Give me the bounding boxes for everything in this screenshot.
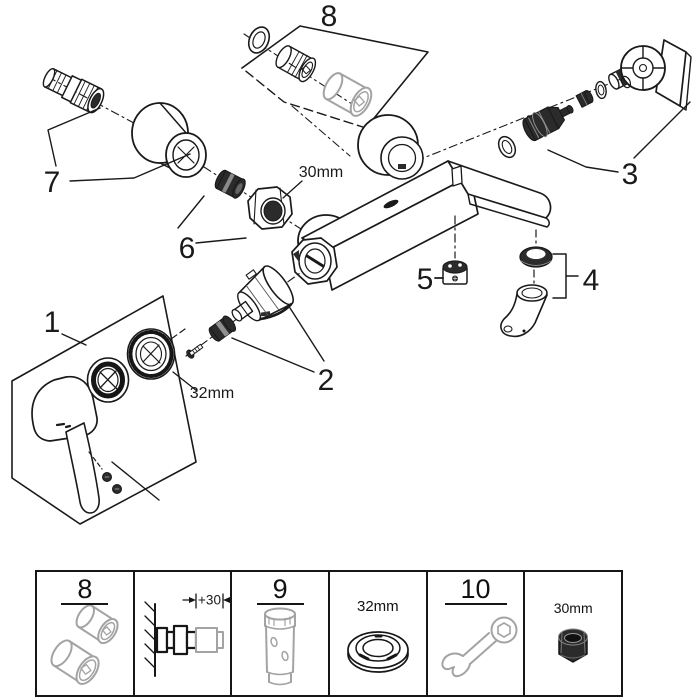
legend-cell-mounting-ring: 32mm [328, 572, 426, 695]
part-5-label: 5 [417, 263, 434, 296]
part-3-label: 3 [622, 158, 639, 191]
cartridge [231, 265, 294, 322]
knurled-adapter [208, 315, 237, 342]
mounting-ring-icon [347, 631, 409, 673]
small-nut [575, 90, 594, 108]
part-1-label: 1 [44, 306, 61, 339]
legend-cell-hex-nut: 30mm [523, 572, 621, 695]
spout-notch [451, 165, 463, 187]
check-valve [214, 169, 246, 199]
diverter-cartridge [522, 104, 574, 142]
escutcheon [131, 102, 207, 178]
threaded-ring-32mm [126, 328, 176, 380]
flat-screw [497, 135, 517, 159]
part-3-diverter-group: 3 [497, 39, 692, 191]
union-nut-30mm [247, 186, 293, 230]
legend-number: 10 [444, 574, 507, 606]
group-enclosure [11, 295, 197, 525]
washer-icon [247, 26, 271, 54]
part-6-connection-group: 6 30mm [177, 164, 343, 265]
extension-sleeves-icon [50, 604, 119, 685]
mousseur [442, 260, 468, 285]
legend-cell-socket-tool: 9 [230, 572, 328, 695]
wall-mounting-diagram-icon: +30 [144, 593, 230, 677]
faucet-body [291, 72, 637, 291]
dimension-32mm-label: 32mm [190, 385, 234, 402]
exploded-parts-diagram: 8 [11, 0, 692, 525]
part-4-label: 4 [583, 264, 600, 297]
part-7-s-union-group: 7 [42, 67, 207, 199]
wrench-icon [441, 616, 518, 678]
legend-number: 8 [61, 574, 109, 606]
legend-cell-wall-mounting: +30 [132, 572, 231, 695]
part-4-outlet-group: 4 [500, 229, 600, 338]
legend-number: 9 [256, 574, 304, 606]
part-8-kit-box: 8 [241, 0, 429, 157]
hex-nut-icon [558, 628, 589, 663]
part-1-handle-group: 1 [11, 295, 234, 525]
part-2-cartridge-group: 2 [185, 265, 335, 397]
aerator-ring [519, 246, 553, 268]
cap-ring [86, 357, 130, 403]
socket-tool-icon [264, 607, 297, 686]
dimension-30mm-label: 30mm [299, 164, 343, 181]
legend-dimension: 32mm [357, 598, 399, 615]
handle-screws [102, 472, 122, 494]
extension-adapter [275, 45, 317, 83]
legend-dimension: 30mm [553, 600, 593, 616]
spout-outlet-piece [500, 284, 548, 338]
part-5-mousseur-group: 5 [417, 215, 468, 296]
legend-cell-extension-set: 8 [37, 572, 133, 695]
legend-cell-wrench: 10 [425, 572, 524, 695]
lever-handle [31, 375, 100, 514]
part-8-label: 8 [321, 0, 338, 33]
washer-icon [595, 80, 607, 100]
part-6-label: 6 [179, 232, 196, 265]
tools-legend-panel: 8 [35, 570, 623, 697]
diverter-knob [620, 39, 692, 111]
part-2-label: 2 [318, 364, 335, 397]
handle-screw [186, 343, 204, 359]
body-inlet-face [291, 237, 338, 285]
part-7-label: 7 [44, 166, 61, 199]
threaded-nipple [42, 67, 105, 114]
extension-sleeve-gray [322, 72, 373, 117]
legend-dimension: +30 [198, 593, 221, 608]
brand-logo [383, 199, 399, 209]
